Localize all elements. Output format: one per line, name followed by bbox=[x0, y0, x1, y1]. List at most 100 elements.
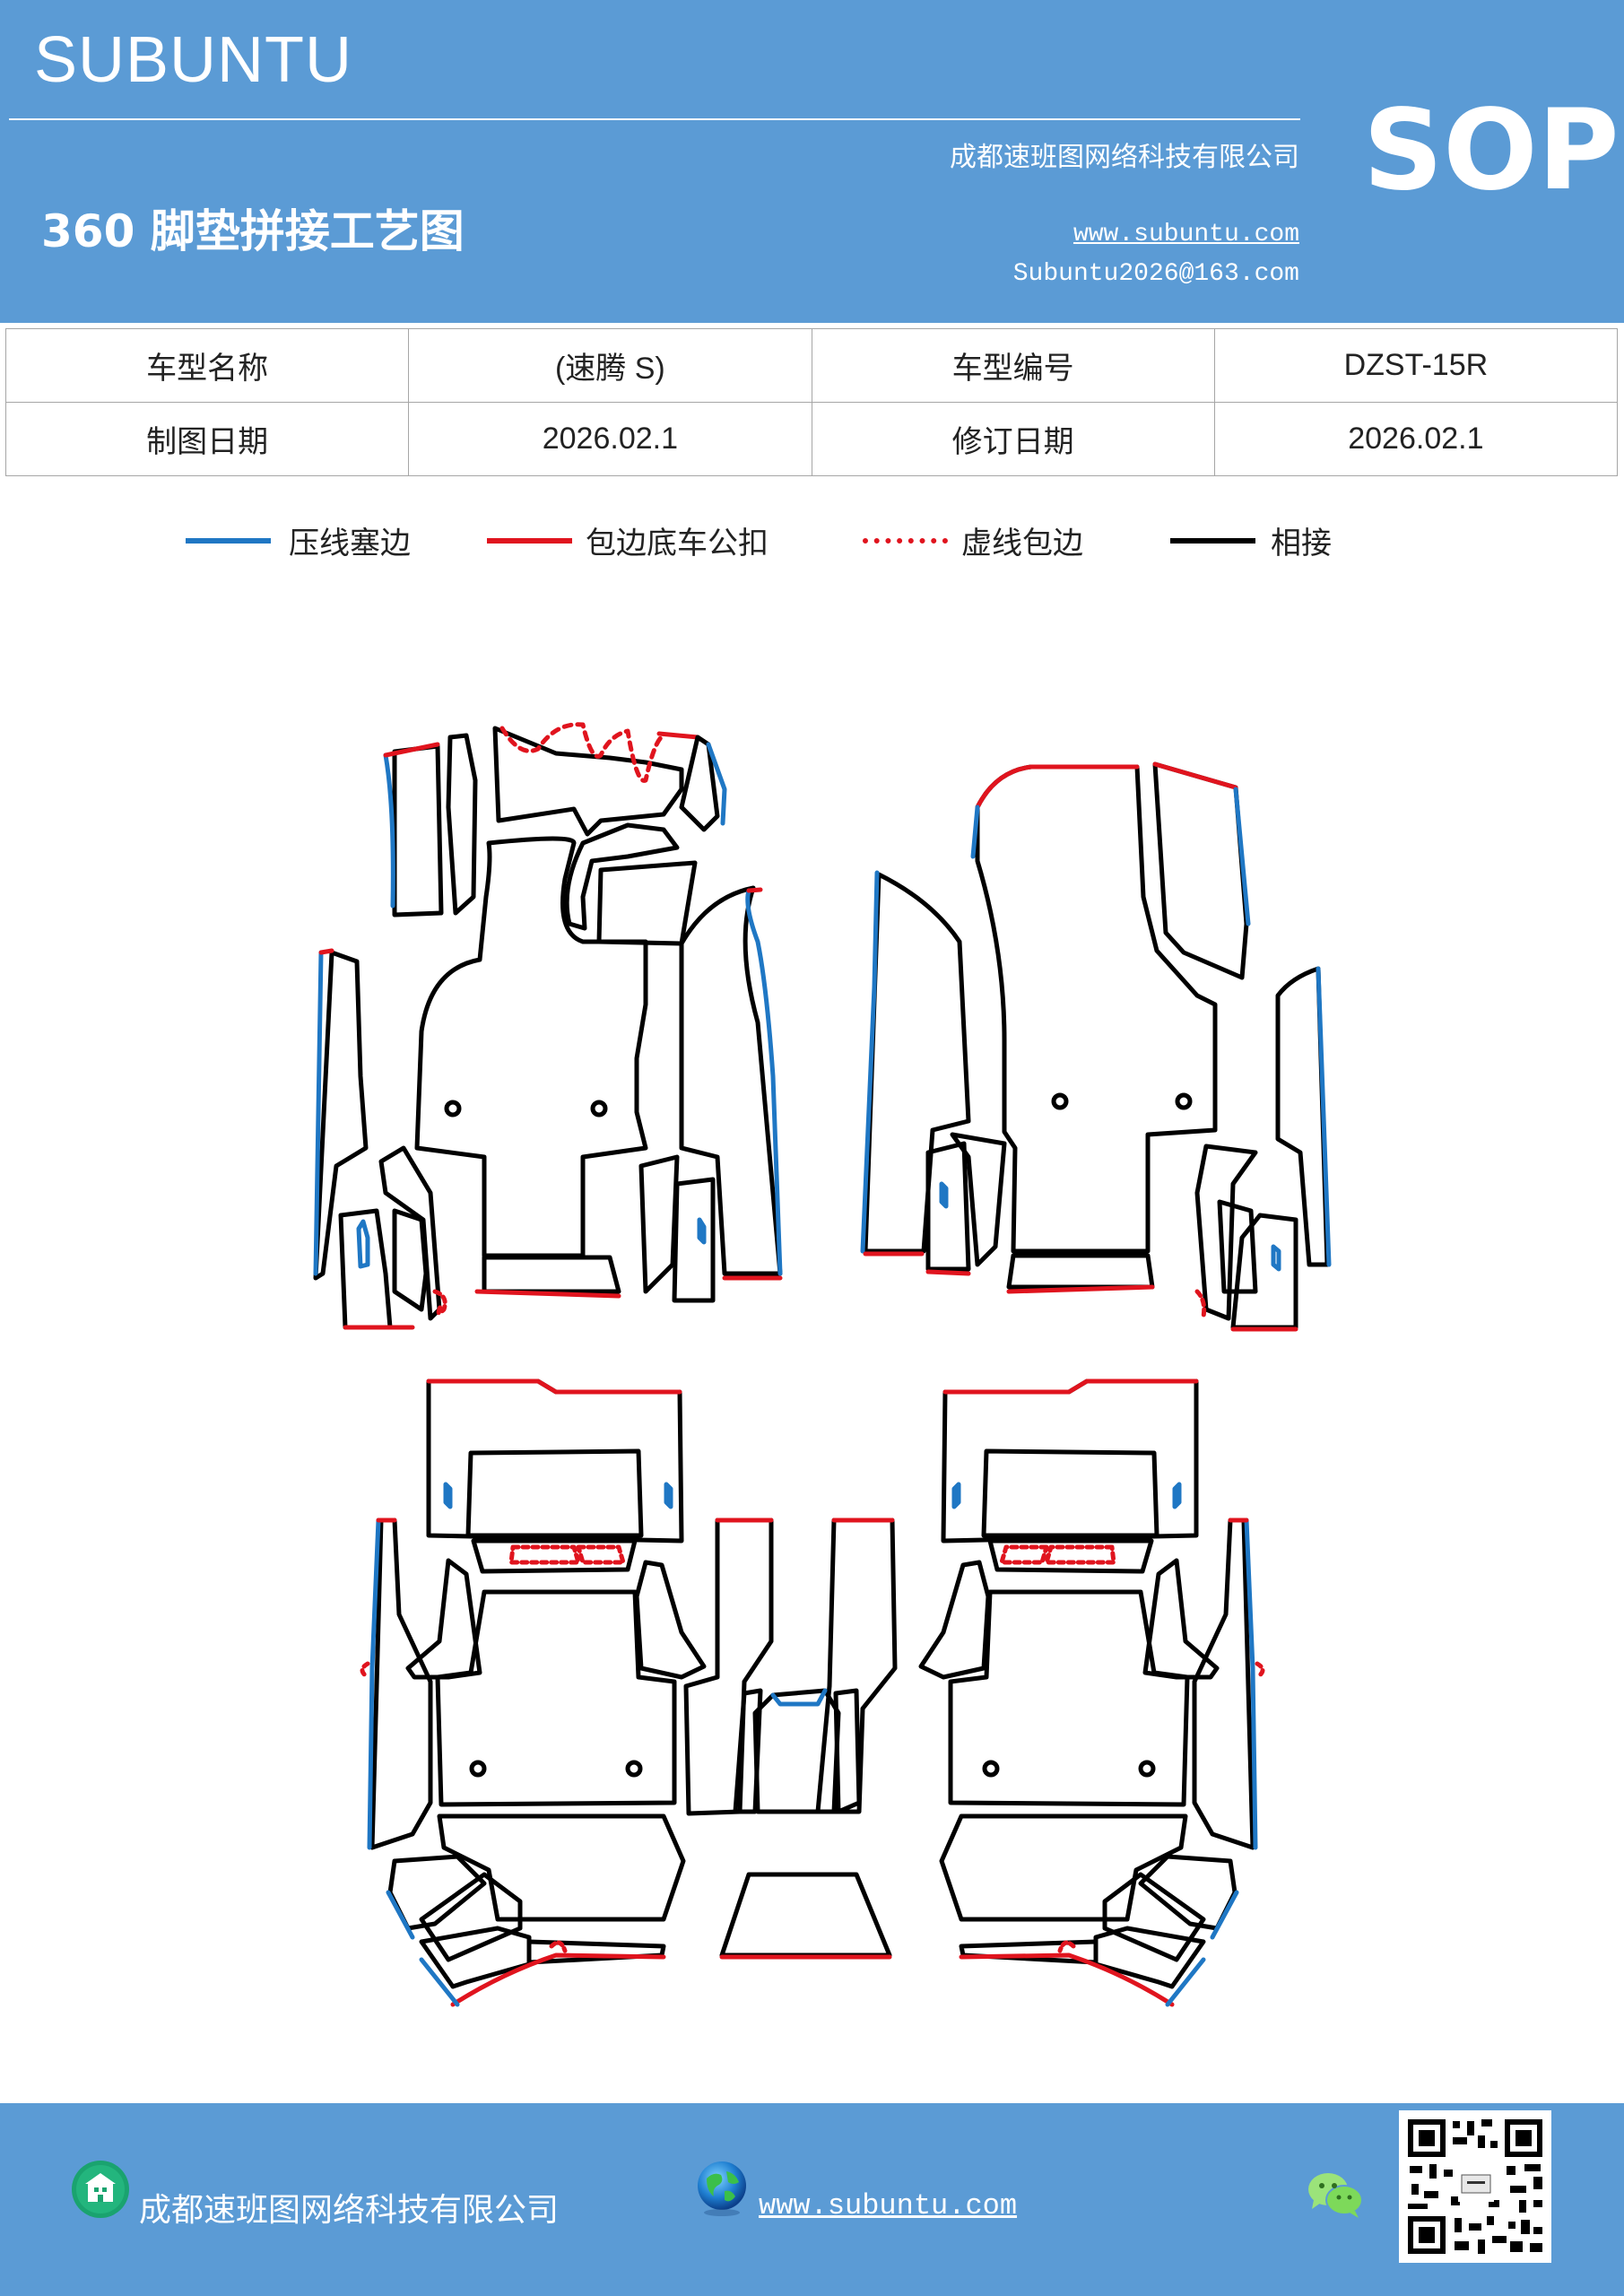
line-legend: 压线塞边 包边底车公扣 虚线包边 相接 bbox=[0, 511, 1624, 583]
edge-blue bbox=[419, 1957, 460, 2007]
mat-piece bbox=[356, 1219, 370, 1269]
front-right-mat-group bbox=[860, 761, 1332, 1332]
table-row: 车型名称 (速腾 S) 车型编号 DZST-15R bbox=[4, 328, 1619, 403]
edge-red-dashed bbox=[360, 1661, 370, 1680]
mount-hole bbox=[625, 1760, 643, 1778]
mat-piece bbox=[987, 1538, 1154, 1574]
qr-code bbox=[1399, 2110, 1551, 2263]
edge-blue bbox=[860, 870, 880, 1254]
mat-piece bbox=[638, 1154, 680, 1294]
edge-red bbox=[474, 1289, 621, 1299]
edge-blue bbox=[970, 804, 980, 859]
mount-hole bbox=[1051, 1092, 1069, 1110]
edge-blue bbox=[313, 950, 324, 1276]
mat-piece bbox=[437, 1813, 686, 1922]
edge-blue bbox=[706, 742, 727, 826]
mat-piece bbox=[338, 1208, 393, 1330]
header-company: 成都速班图网络科技有限公司 bbox=[950, 142, 1299, 173]
vehicle-code-value: DZST-15R bbox=[1213, 328, 1619, 403]
header-email: Subuntu2026@163.com bbox=[1012, 260, 1299, 288]
mat-piece bbox=[405, 1558, 482, 1680]
edge-red-dashed bbox=[576, 1544, 626, 1565]
edge-red-dashed bbox=[549, 1940, 568, 1953]
mat-piece bbox=[313, 950, 369, 1281]
edge-blue bbox=[1316, 966, 1332, 1267]
mat-piece bbox=[596, 860, 698, 946]
edge-red bbox=[1152, 761, 1238, 790]
mat-piece bbox=[1230, 1213, 1298, 1330]
edge-blue bbox=[367, 1518, 381, 1850]
legend-label: 包边底车公扣 bbox=[586, 526, 769, 561]
mat-piece bbox=[378, 1145, 442, 1321]
mat-piece bbox=[392, 744, 444, 918]
brand-name: SUBUNTU bbox=[34, 24, 353, 96]
mount-hole bbox=[982, 1760, 1000, 1778]
footer-website-link[interactable]: www.subuntu.com bbox=[759, 2189, 1018, 2222]
mat-piece bbox=[719, 1872, 892, 1958]
mat-piece bbox=[369, 1518, 433, 1850]
header-website-link[interactable]: www.subuntu.com bbox=[1073, 221, 1299, 248]
edge-blue bbox=[1233, 787, 1251, 926]
edge-blue bbox=[745, 888, 783, 1276]
mat-piece bbox=[672, 1177, 716, 1303]
legend-swatch-red-dashed bbox=[863, 538, 948, 544]
mat-piece bbox=[446, 733, 478, 916]
edge-red bbox=[426, 1378, 682, 1395]
wechat-icon[interactable] bbox=[1305, 2168, 1366, 2222]
mat-piece bbox=[1271, 1244, 1281, 1272]
company-icon bbox=[72, 2161, 129, 2218]
edge-red bbox=[318, 948, 334, 955]
rear-center-mat-group bbox=[719, 1518, 898, 1960]
draw-date-value: 2026.02.1 bbox=[408, 402, 812, 476]
mat-piece bbox=[1275, 966, 1330, 1267]
edge-red bbox=[746, 887, 763, 893]
mat-piece bbox=[471, 1538, 638, 1574]
mat-piece bbox=[1192, 1518, 1255, 1850]
edge-red-dashed bbox=[499, 722, 666, 783]
floor-mat-diagram bbox=[313, 722, 1332, 2007]
mat-piece bbox=[815, 1518, 898, 1814]
footer-banner: 成都速班图网络科技有限公司 www.subuntu.com bbox=[0, 2103, 1624, 2296]
edge-blue bbox=[1165, 1957, 1206, 2007]
mat-piece bbox=[951, 1482, 961, 1509]
mat-piece bbox=[925, 1141, 971, 1272]
mat-piece bbox=[679, 885, 783, 1276]
mount-hole bbox=[590, 1100, 608, 1118]
edge-red-dashed bbox=[432, 1289, 447, 1316]
edge-blue bbox=[1210, 1890, 1239, 1940]
legend-swatch-black bbox=[1170, 538, 1255, 544]
header-banner: SUBUNTU 成都速班图网络科技有限公司 360 脚垫拼接工艺图 www.su… bbox=[0, 0, 1624, 323]
mat-piece bbox=[664, 1482, 673, 1509]
edge-red-dashed bbox=[1057, 1940, 1076, 1953]
mat-piece bbox=[1172, 1482, 1182, 1509]
revision-date-label: 修订日期 bbox=[811, 402, 1215, 476]
legend-label: 虚线包边 bbox=[961, 526, 1083, 561]
globe-icon bbox=[698, 2161, 746, 2216]
legend-swatch-red bbox=[487, 538, 572, 544]
edge-red-dashed bbox=[999, 1544, 1049, 1565]
edge-blue bbox=[386, 1890, 415, 1940]
edge-red bbox=[925, 1269, 971, 1276]
edge-blue bbox=[770, 1688, 828, 1707]
mat-piece bbox=[482, 1255, 621, 1294]
legend-label: 相接 bbox=[1271, 526, 1332, 561]
mat-piece bbox=[564, 822, 680, 931]
mat-piece bbox=[939, 1181, 949, 1209]
mat-piece bbox=[1102, 1872, 1206, 1962]
mat-piece bbox=[465, 1448, 644, 1538]
legend-label: 压线塞边 bbox=[289, 526, 411, 561]
mat-piece bbox=[1152, 761, 1249, 980]
mat-piece bbox=[733, 1688, 763, 1814]
edge-red bbox=[942, 1378, 1199, 1395]
footer-company: 成都速班图网络科技有限公司 bbox=[139, 2192, 560, 2229]
edge-red bbox=[975, 764, 1140, 810]
mat-piece bbox=[392, 1208, 429, 1312]
mat-piece bbox=[634, 1560, 707, 1680]
vehicle-code-label: 车型编号 bbox=[811, 328, 1215, 403]
mount-hole bbox=[1175, 1092, 1193, 1110]
mat-piece bbox=[414, 836, 648, 1258]
edge-red bbox=[959, 1952, 1175, 2007]
vehicle-info-table: 车型名称 (速腾 S) 车型编号 DZST-15R 制图日期 2026.02.1… bbox=[4, 328, 1619, 476]
mount-hole bbox=[1138, 1760, 1156, 1778]
mat-piece bbox=[1194, 1144, 1258, 1321]
